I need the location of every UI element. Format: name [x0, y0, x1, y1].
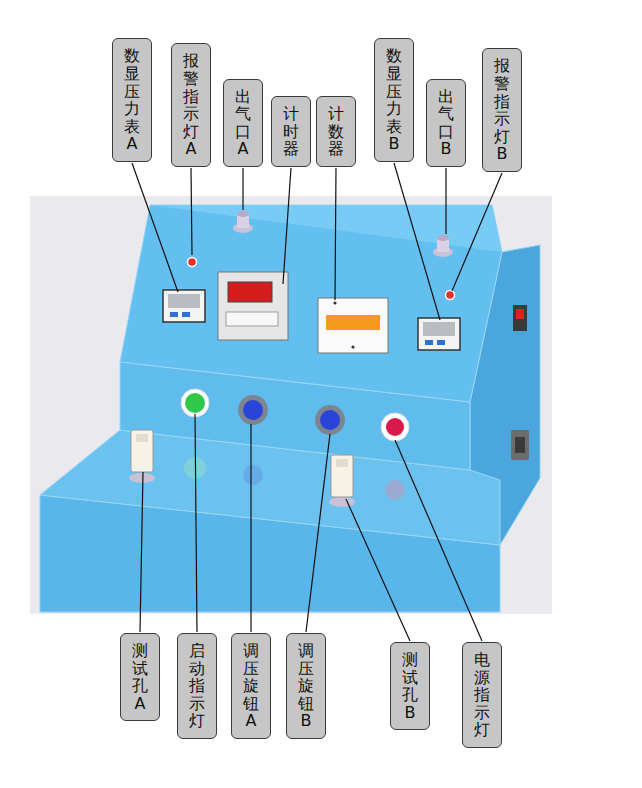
callout-label: 调压旋钮A [243, 642, 259, 730]
callout-box: 出气口A [223, 79, 263, 167]
callout-label: 报警指示灯A [183, 52, 199, 158]
leader-line [283, 168, 291, 284]
leader-line [242, 168, 243, 210]
alarm-light-a [188, 258, 197, 267]
callout-label: 测试孔A [132, 642, 148, 712]
knob-b [320, 410, 340, 430]
start-light-lens [185, 393, 205, 413]
test-hole-a [129, 430, 155, 483]
callout-label: 数显压力表B [386, 47, 402, 153]
callout-label: 电源指示灯 [474, 651, 490, 739]
counter-device [318, 298, 388, 353]
knob-ring-a [238, 395, 268, 425]
leader-line [132, 163, 178, 292]
callout-box: 报警指示灯A [171, 43, 211, 167]
start-light [181, 389, 209, 417]
test-hole-b [329, 455, 355, 507]
callout-label: 出气口B [438, 88, 454, 158]
callout-label: 报警指示灯B [494, 57, 510, 163]
callout-label: 数显压力表A [124, 47, 140, 153]
callout-box: 数显压力表B [374, 38, 414, 162]
callout-label: 计时器 [283, 105, 299, 158]
callout-box: 调压旋钮A [231, 633, 271, 739]
leader-line [140, 472, 143, 632]
reflection [243, 465, 263, 485]
leader-line [191, 168, 192, 255]
pressure-gauge-b [418, 318, 460, 350]
callout-box: 调压旋钮B [286, 633, 326, 739]
leader-line [306, 434, 330, 632]
callout-box: 启动指示灯 [177, 633, 217, 739]
callout-box: 电源指示灯 [462, 642, 502, 748]
callout-label: 计数器 [328, 105, 344, 158]
leader-line [195, 414, 197, 632]
callout-box: 出气口B [426, 79, 466, 167]
leader-line [346, 499, 410, 641]
callout-box: 计数器 [316, 96, 356, 167]
callout-label: 出气口A [235, 88, 251, 158]
callout-box: 数显压力表A [112, 38, 152, 162]
power-light [381, 413, 409, 441]
callout-label: 启动指示灯 [189, 642, 205, 730]
pressure-gauge-a [163, 290, 205, 322]
reflection [385, 480, 405, 500]
leader-line [250, 424, 251, 632]
knob-a [243, 400, 263, 420]
leader-line [335, 168, 336, 300]
leader-line [452, 173, 502, 291]
callout-box: 报警指示灯B [482, 48, 522, 172]
alarm-light-b [446, 291, 455, 300]
render-background [30, 196, 552, 614]
callout-label: 调压旋钮B [298, 642, 314, 730]
top-edge [150, 205, 502, 252]
upper-panel-face [120, 205, 502, 402]
air-outlet-a [233, 211, 253, 233]
power-switch [513, 305, 527, 331]
callout-box: 测试孔B [390, 642, 430, 730]
leader-line [445, 168, 446, 234]
knob-ring-b [315, 405, 345, 435]
leader-line [395, 440, 482, 641]
leader-line [394, 163, 440, 320]
callout-label: 测试孔B [402, 651, 418, 721]
callout-box: 计时器 [271, 96, 311, 167]
timer-device [218, 272, 288, 340]
power-socket [511, 430, 529, 460]
callout-box: 测试孔A [120, 633, 160, 721]
air-outlet-b [433, 235, 453, 257]
power-light-lens [386, 418, 404, 436]
